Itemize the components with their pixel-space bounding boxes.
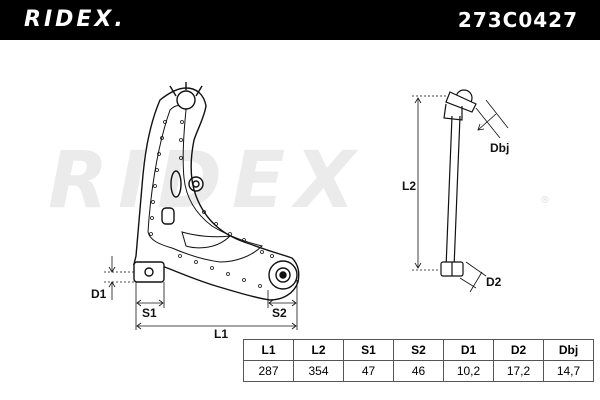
header-cell: D2 <box>493 339 544 361</box>
dimensions-value-row: 287 354 47 46 10,2 17,2 14,7 <box>243 360 594 382</box>
label-d1: D1 <box>91 287 107 301</box>
label-s2: S2 <box>272 306 287 320</box>
value-cell: 47 <box>343 360 394 382</box>
value-cell: 14,7 <box>543 360 594 382</box>
header-bar: RIDEX. 273C0427 <box>0 0 600 40</box>
header-cell: S2 <box>393 339 444 361</box>
header-cell: Dbj <box>543 339 594 361</box>
dimensions-table: L1 L2 S1 S2 D1 D2 Dbj 287 354 47 46 10,2… <box>243 339 594 382</box>
label-dbj: Dbj <box>490 141 509 155</box>
watermark-text: RIDEX <box>48 136 365 226</box>
label-d2: D2 <box>486 275 502 289</box>
value-cell: 17,2 <box>493 360 544 382</box>
control-arm <box>133 82 300 301</box>
brand-logo: RIDEX. <box>24 7 126 32</box>
part-number: 273C0427 <box>457 8 578 32</box>
arm-dimension-lines <box>104 256 298 330</box>
label-s1: S1 <box>142 306 157 320</box>
value-cell: 287 <box>243 360 294 382</box>
side-view-arm <box>440 89 477 277</box>
value-cell: 46 <box>393 360 444 382</box>
header-cell: L2 <box>293 339 344 361</box>
header-cell: L1 <box>243 339 294 361</box>
value-cell: 10,2 <box>443 360 494 382</box>
header-cell: D1 <box>443 339 494 361</box>
value-cell: 354 <box>293 360 344 382</box>
label-l1: L1 <box>214 327 228 341</box>
technical-drawing: RIDEX ® <box>48 82 550 341</box>
dimensions-header-row: L1 L2 S1 S2 D1 D2 Dbj <box>243 339 594 361</box>
header-cell: S1 <box>343 339 394 361</box>
label-l2: L2 <box>402 179 416 193</box>
watermark-registered-mark: ® <box>540 195 550 206</box>
side-view-dimension-lines <box>412 95 509 293</box>
arm-perforations <box>149 120 274 288</box>
